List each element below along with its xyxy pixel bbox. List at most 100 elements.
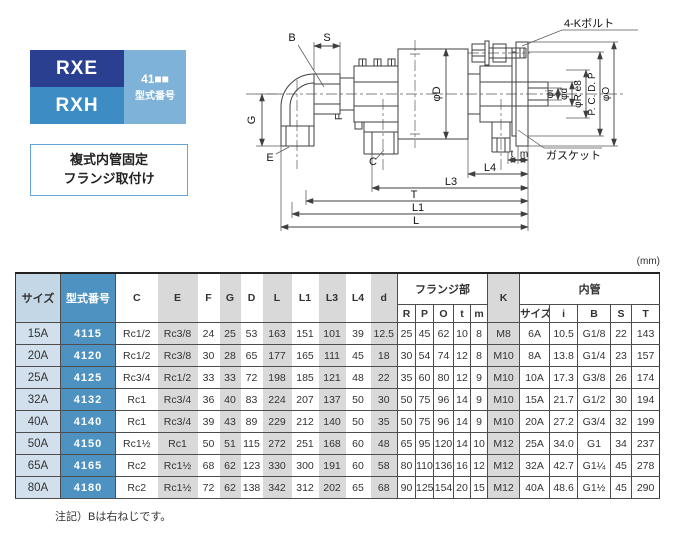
header-d: D (240, 272, 263, 323)
header-t: t (453, 304, 471, 323)
cell-value: 45 (345, 344, 371, 367)
cell-value: 32 (610, 410, 632, 433)
dim-label-e: E (266, 152, 273, 164)
cell-value: 30 (197, 344, 220, 367)
cell-value: Rc1½ (115, 432, 158, 455)
dim-label-phi-o: φO (601, 87, 612, 101)
dim-label-phi-d-body: φD (431, 86, 443, 101)
cell-value: 50 (397, 388, 416, 411)
cell-value: 53 (240, 322, 263, 345)
cell-value: 28 (219, 344, 241, 367)
cell-value: G1/8 (577, 322, 611, 345)
gasket-callout-label: ガスケット (546, 149, 601, 162)
dim-label-pcd: P. C. D. P (587, 72, 598, 115)
cell-value: 34 (610, 432, 632, 455)
cell-size: 32A (15, 388, 61, 411)
cell-model: 4115 (60, 322, 116, 345)
cell-value: 163 (262, 322, 292, 345)
feature-line-1: 複式内管固定 (69, 152, 148, 168)
header-f: F (197, 272, 220, 323)
cell-value: 272 (262, 432, 292, 455)
spec-table: サイズ 型式番号 C E F G D L L1 L3 L4 d フランジ部 K … (15, 272, 661, 499)
dim-label-s: S (323, 32, 330, 44)
cell-value: 80 (433, 366, 454, 389)
cell-value: 18 (370, 344, 398, 367)
extension-lines (256, 41, 618, 231)
cell-value: 138 (240, 476, 263, 499)
cell-value: 68 (197, 454, 220, 477)
header-o: O (433, 304, 454, 323)
cell-value: 89 (240, 410, 263, 433)
note-text: 注記）Bは右ねじです。 (55, 511, 172, 523)
dim-label-phi-d-pipe: φd (559, 88, 570, 100)
dim-label-phi-i: φi (545, 90, 556, 99)
cell-value: 65 (345, 476, 371, 499)
header-size: サイズ (15, 272, 61, 323)
cell-value: 123 (240, 454, 263, 477)
model-code-caption: 型式番号 (135, 91, 175, 102)
cell-value: 199 (631, 410, 660, 433)
cell-value: 207 (291, 388, 319, 411)
cell-value: 90 (397, 476, 416, 499)
cell-value: Rc3/4 (157, 410, 198, 433)
cell-value: Rc3/8 (157, 322, 198, 345)
header-inner-size: サイズ (519, 304, 550, 323)
cell-value: 10 (453, 322, 471, 345)
cell-value: 34.0 (549, 432, 578, 455)
cell-value: Rc1 (157, 432, 198, 455)
cell-value: 125 (415, 476, 434, 499)
cell-value: 60 (415, 366, 434, 389)
cell-value: 62 (219, 476, 241, 499)
cell-value: G1 (577, 432, 611, 455)
cell-value: 14 (453, 432, 471, 455)
cell-value: 342 (262, 476, 292, 499)
cell-value: 24 (197, 322, 220, 345)
cell-value: 65 (240, 344, 263, 367)
cell-value: 12 (453, 366, 471, 389)
cell-value: 42.7 (549, 454, 578, 477)
cell-value: 20 (453, 476, 471, 499)
flange-outline (479, 41, 549, 153)
cell-value: M12 (487, 454, 520, 477)
dim-label-l4: L4 (484, 162, 496, 174)
cell-value: 50 (197, 432, 220, 455)
cell-value: 48.6 (549, 476, 578, 499)
cell-size: 25A (15, 366, 61, 389)
cell-value: 8 (469, 322, 488, 345)
cell-value: 10A (519, 366, 550, 389)
header-i: i (549, 304, 578, 323)
cell-value: 95 (415, 432, 434, 455)
cell-value: Rc2 (115, 476, 158, 499)
cell-value: G1½ (577, 476, 611, 499)
dim-label-b: B (288, 32, 295, 44)
dim-label-l1: L1 (412, 202, 424, 214)
cell-value: 25A (519, 432, 550, 455)
dim-label-l3: L3 (445, 176, 457, 188)
cell-value: 65 (397, 432, 416, 455)
cell-value: 36 (197, 388, 220, 411)
cell-value: 198 (262, 366, 292, 389)
cell-value: 35 (397, 366, 416, 389)
cell-value: 290 (631, 476, 660, 499)
cell-value: 20A (519, 410, 550, 433)
header-l: L (262, 272, 292, 323)
cell-value: 25 (219, 322, 241, 345)
cell-value: 237 (631, 432, 660, 455)
cell-value: 12 (453, 344, 471, 367)
cell-value: 15 (469, 476, 488, 499)
cell-value: 165 (291, 344, 319, 367)
cell-value: Rc1½ (157, 454, 198, 477)
header-e: E (157, 272, 198, 323)
cell-value: Rc3/4 (115, 366, 158, 389)
feature-line-2: フランジ取付け (63, 171, 155, 186)
cell-value: 45 (415, 322, 434, 345)
cell-value: 60 (345, 432, 371, 455)
bolt-outline (471, 40, 527, 66)
cell-value: 229 (262, 410, 292, 433)
cell-value: 30 (610, 388, 632, 411)
series-rxh-label: RXH (30, 87, 124, 124)
